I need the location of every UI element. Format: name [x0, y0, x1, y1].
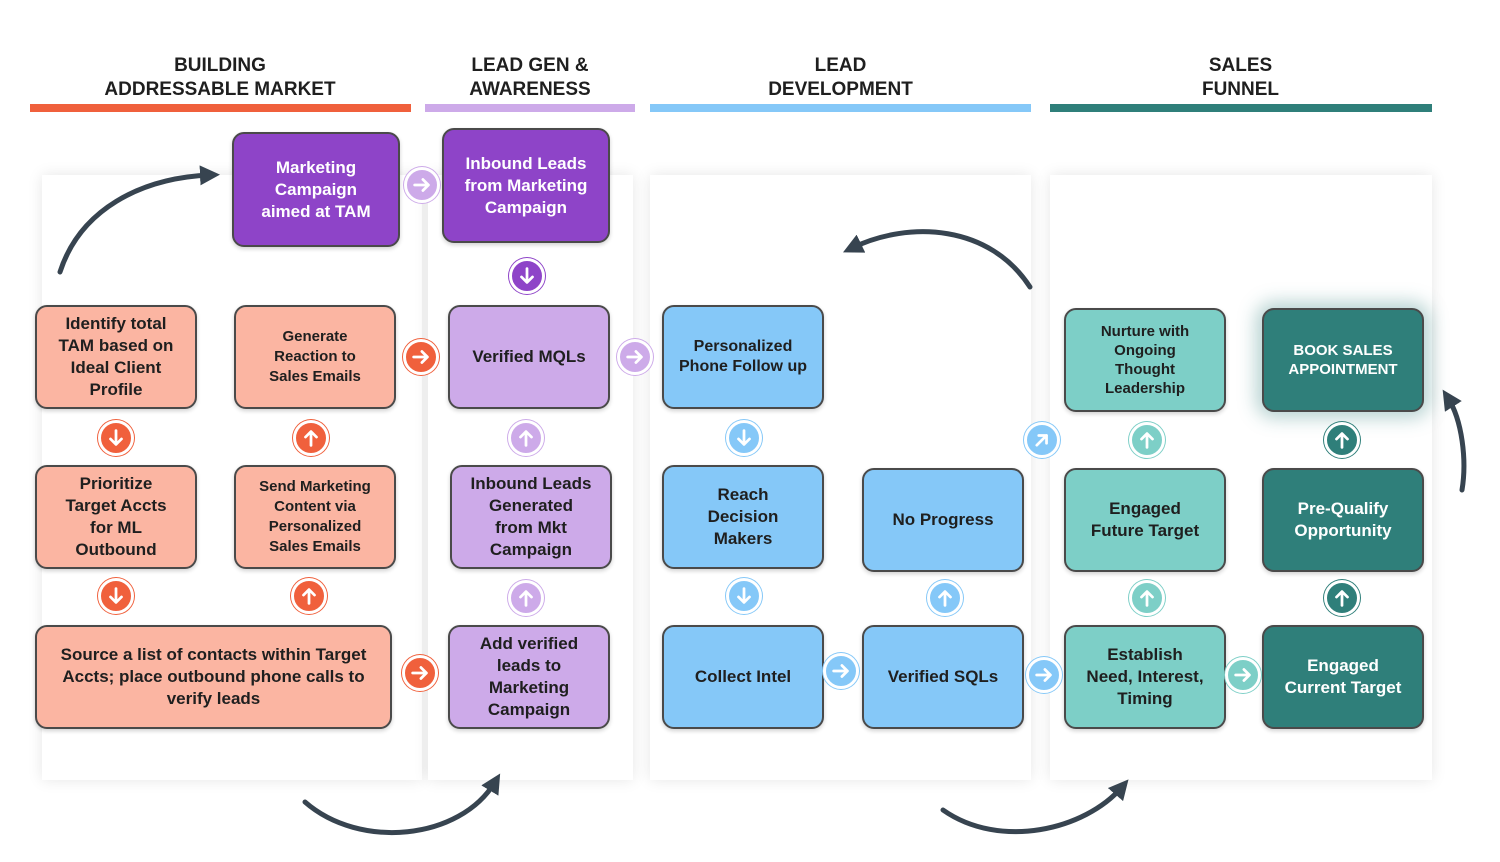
node-engaged-future: Engaged Future Target: [1064, 468, 1226, 572]
node-engaged-current: Engaged Current Target: [1262, 625, 1424, 729]
node-verified-sqls: Verified SQLs: [862, 625, 1024, 729]
curved-arrow-top-left: [57, 165, 220, 275]
connector-arrow-up-icon: [1324, 580, 1360, 616]
node-nurture: Nurture with Ongoing Thought Leadership: [1064, 308, 1226, 412]
connector-arrow-up-icon: [1324, 422, 1360, 458]
node-send-marketing: Send Marketing Content via Personalized …: [234, 465, 396, 569]
connector-arrow-right-icon: [403, 339, 439, 375]
node-verified-mqls: Verified MQLs: [448, 305, 610, 409]
connector-arrow-right-icon: [823, 653, 859, 689]
connector-arrow-right-icon: [402, 655, 438, 691]
node-establish-need: Establish Need, Interest, Timing: [1064, 625, 1226, 729]
curved-arrow-bottom-middle: [940, 779, 1129, 835]
connector-arrow-up-icon: [1129, 422, 1165, 458]
node-collect-intel: Collect Intel: [662, 625, 824, 729]
connector-arrow-up-icon: [927, 580, 963, 616]
column-header-sales: SALES FUNNEL: [1201, 55, 1280, 100]
node-inbound-leads-campaign: Inbound Leads from Marketing Campaign: [442, 128, 610, 243]
connector-arrow-down-icon: [98, 578, 134, 614]
connector-arrow-up-icon: [1129, 580, 1165, 616]
connector-arrow-up-icon: [508, 580, 544, 616]
curved-arrow-bottom-left: [302, 773, 501, 836]
column-header-leaddev: LEAD DEVELOPMENT: [768, 55, 913, 100]
connector-arrow-down-icon: [509, 258, 545, 294]
node-source-list: Source a list of contacts within Target …: [35, 625, 392, 729]
connector-arrow-down-icon: [726, 578, 762, 614]
connector-arrow-up-icon: [508, 420, 544, 456]
node-pre-qualify: Pre-Qualify Opportunity: [1262, 468, 1424, 572]
connector-arrow-right-icon: [617, 339, 653, 375]
node-book-sales: BOOK SALES APPOINTMENT: [1262, 308, 1424, 412]
column-bar-sales: [1050, 104, 1432, 112]
connector-arrow-down-icon: [98, 420, 134, 456]
connector-arrow-down-icon: [726, 420, 762, 456]
node-personalized-phone: Personalized Phone Follow up: [662, 305, 824, 409]
node-add-verified: Add verified leads to Marketing Campaign: [448, 625, 610, 729]
node-reach-decision: Reach Decision Makers: [662, 465, 824, 569]
connector-arrow-diagonal-icon: [1024, 422, 1060, 458]
curved-arrow-top-middle: [842, 229, 1033, 290]
column-header-building: BUILDING ADDRESSABLE MARKET: [104, 55, 336, 100]
node-inbound-generated: Inbound Leads Generated from Mkt Campaig…: [450, 465, 612, 569]
connector-arrow-right-icon: [404, 167, 440, 203]
column-bar-leaddev: [650, 104, 1031, 112]
connector-arrow-up-icon: [293, 420, 329, 456]
connector-arrow-right-icon: [1026, 657, 1062, 693]
column-bar-leadgen: [425, 104, 635, 112]
curved-arrow-right: [1442, 389, 1467, 493]
connector-arrow-right-icon: [1225, 657, 1261, 693]
node-no-progress: No Progress: [862, 468, 1024, 572]
node-marketing-campaign: Marketing Campaign aimed at TAM: [232, 132, 400, 247]
column-bar-building: [30, 104, 411, 112]
node-identify-tam: Identify total TAM based on Ideal Client…: [35, 305, 197, 409]
node-prioritize: Prioritize Target Accts for ML Outbound: [35, 465, 197, 569]
connector-arrow-up-icon: [291, 578, 327, 614]
node-generate-reaction: Generate Reaction to Sales Emails: [234, 305, 396, 409]
column-header-leadgen: LEAD GEN & AWARENESS: [469, 55, 591, 100]
